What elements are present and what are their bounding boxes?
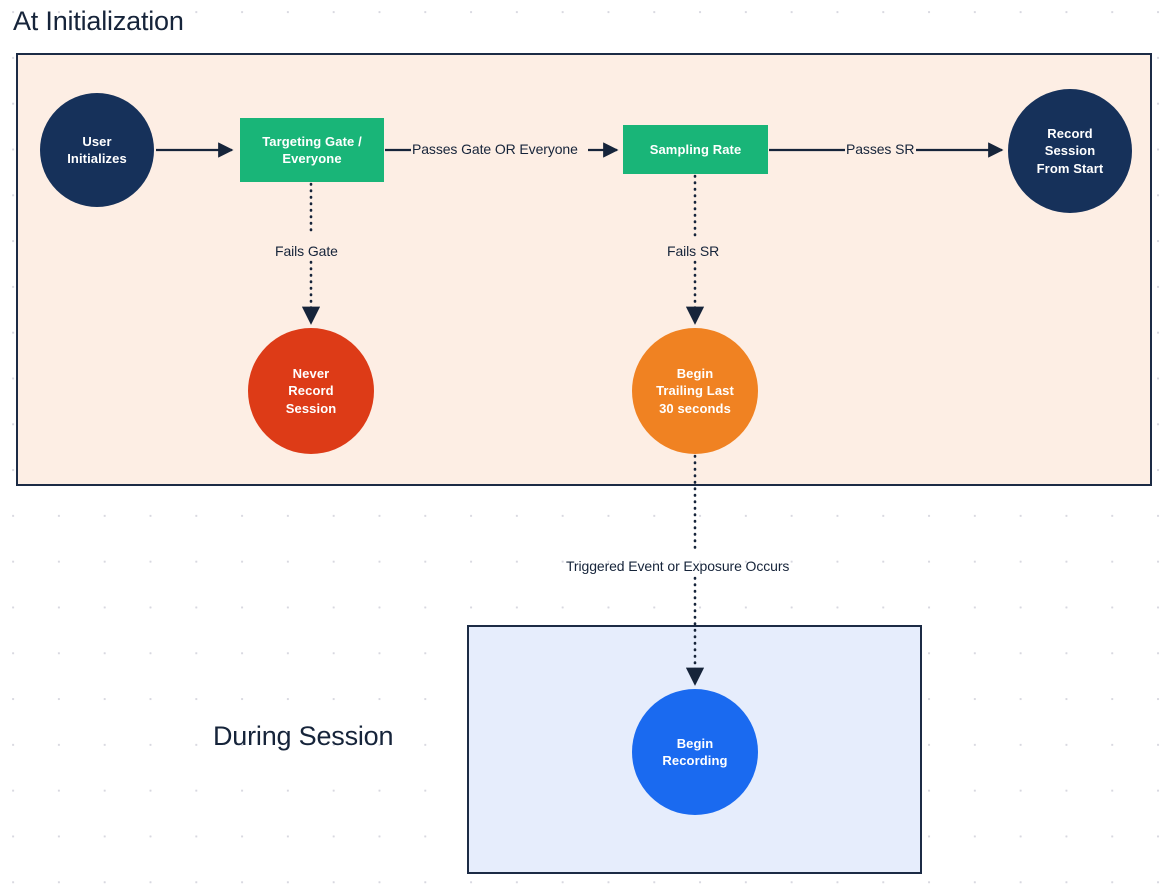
- node-never-record-line3: Session: [285, 400, 337, 416]
- node-record-session-line2: Session: [1044, 143, 1096, 159]
- node-user-initializes-line2: Initializes: [67, 151, 127, 166]
- node-begin-recording[interactable]: Begin Recording: [632, 689, 758, 815]
- edge-label-passes-sr: Passes SR: [846, 141, 915, 157]
- section-title-at-initialization: At Initialization: [13, 6, 184, 36]
- node-never-record-line2: Record: [288, 383, 334, 399]
- node-record-session-from-start[interactable]: Record Session From Start: [1008, 89, 1132, 213]
- node-begin-recording-line1: Begin: [676, 735, 714, 751]
- node-begin-trailing-line2: Trailing Last: [656, 383, 734, 399]
- edge-label-fails-sr: Fails SR: [667, 243, 720, 259]
- phase-container-initialization: [16, 53, 1152, 486]
- node-targeting-gate-line2: Everyone: [282, 151, 342, 166]
- node-user-initializes-label: User Initializes: [61, 133, 133, 167]
- node-begin-recording-line2: Recording: [662, 753, 728, 768]
- node-record-session-from-start-label: Record Session From Start: [1031, 125, 1110, 176]
- edge-label-fails-gate: Fails Gate: [275, 243, 338, 259]
- node-targeting-gate-line1: Targeting Gate /: [262, 133, 362, 149]
- section-title-during-session: During Session: [213, 721, 394, 751]
- node-sampling-rate[interactable]: Sampling Rate: [623, 125, 768, 174]
- node-never-record-session-label: Never Record Session: [280, 365, 343, 416]
- node-targeting-gate[interactable]: Targeting Gate / Everyone: [240, 118, 384, 182]
- node-user-initializes-line1: User: [82, 133, 112, 149]
- node-targeting-gate-label: Targeting Gate / Everyone: [256, 133, 368, 167]
- node-begin-recording-label: Begin Recording: [656, 735, 733, 769]
- edge-label-passes-gate-or-everyone: Passes Gate OR Everyone: [412, 141, 578, 157]
- node-begin-trailing-last-30-seconds[interactable]: Begin Trailing Last 30 seconds: [632, 328, 758, 454]
- node-never-record-session[interactable]: Never Record Session: [248, 328, 374, 454]
- node-begin-trailing-label: Begin Trailing Last 30 seconds: [650, 365, 740, 416]
- node-begin-trailing-line3: 30 seconds: [659, 400, 731, 416]
- node-record-session-line1: Record: [1047, 126, 1093, 142]
- edge-label-triggered-event-or-exposure-occurs: Triggered Event or Exposure Occurs: [566, 558, 790, 574]
- node-begin-trailing-line1: Begin: [676, 366, 714, 382]
- node-user-initializes[interactable]: User Initializes: [40, 93, 154, 207]
- node-record-session-line3: From Start: [1036, 160, 1104, 176]
- node-never-record-line1: Never: [292, 366, 330, 382]
- node-sampling-rate-label: Sampling Rate: [649, 141, 742, 157]
